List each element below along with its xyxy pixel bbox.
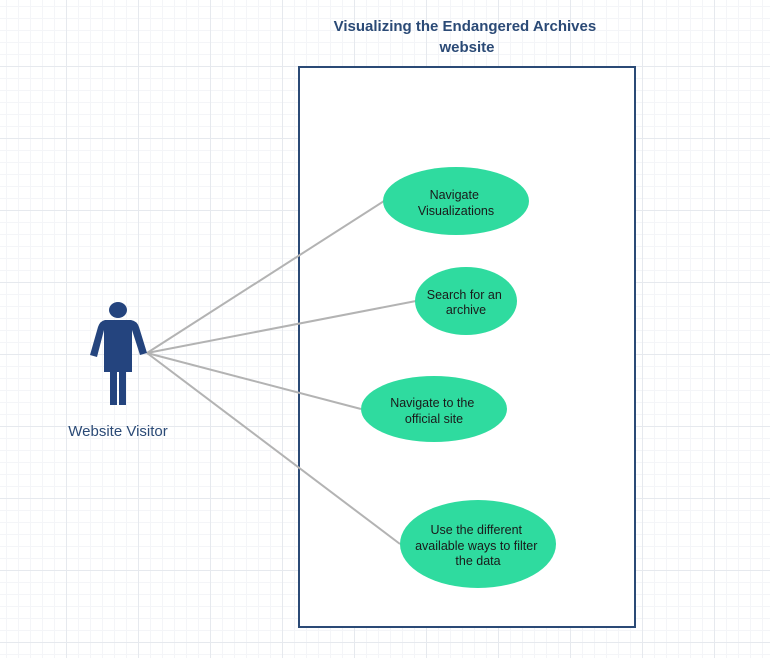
- use-case-navigate-visualizations[interactable]: Navigate Visualizations: [383, 167, 529, 235]
- use-case-label: Navigate Visualizations: [418, 188, 494, 218]
- use-case-navigate-official-site[interactable]: Navigate to the official site: [361, 376, 507, 442]
- actor-label: Website Visitor: [68, 423, 168, 440]
- actor[interactable]: Website Visitor: [68, 302, 168, 440]
- use-case-search-archive[interactable]: Search for an archive: [415, 267, 517, 335]
- use-case-shape: [415, 267, 517, 335]
- associations: [146, 200, 417, 545]
- person-icon: [90, 302, 147, 405]
- use-case-filter-data[interactable]: Use the different available ways to filt…: [400, 500, 556, 588]
- use-case-shape: [400, 500, 556, 588]
- association-filter-data[interactable]: [146, 352, 401, 545]
- use-case-label: Search for an archive: [427, 288, 506, 317]
- system-title: Visualizing the Endangered Archives webs…: [334, 18, 601, 56]
- system-title-line-2: website: [438, 39, 494, 56]
- association-navigate-visualizations[interactable]: [146, 200, 385, 354]
- use-case-shape: [361, 376, 507, 442]
- system-title-line-1: Visualizing the Endangered Archives: [334, 18, 597, 35]
- use-case-shape: [383, 167, 529, 235]
- use-case-label: Use the different available ways to filt…: [415, 523, 541, 568]
- use-case-label: Navigate to the official site: [390, 396, 478, 426]
- association-navigate-official-site[interactable]: [146, 352, 362, 410]
- association-search-archive[interactable]: [146, 300, 417, 354]
